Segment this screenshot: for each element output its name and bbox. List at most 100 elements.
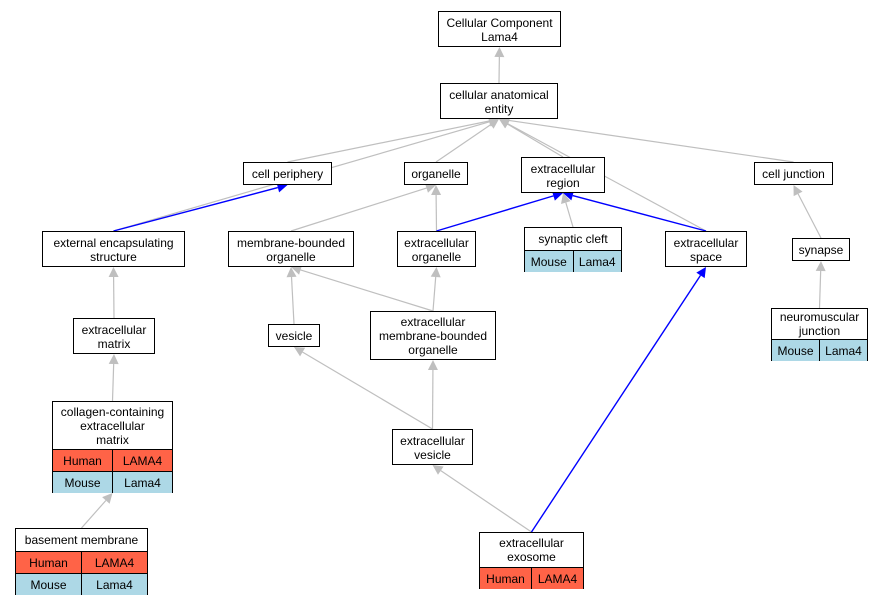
annotation-row-human: Human LAMA4 [53,449,172,471]
node-ec-mbo: extracellular membrane-bounded organelle [370,311,496,360]
node-label: collagen-containing extracellular matrix [60,404,165,447]
node-label: basement membrane [24,533,139,547]
node-synapse: synapse [792,238,850,261]
edge-is-a [427,360,438,430]
arrowhead [427,360,438,371]
node-ec-matrix: extracellular matrix [73,318,155,354]
edge-line [507,123,564,158]
arrowhead [430,267,441,278]
arrowhead [561,193,571,205]
edge-is-a [108,267,119,319]
edge-line [113,186,279,232]
arrowhead [499,119,511,129]
arrowhead [102,493,113,504]
edge-part-of [436,191,563,232]
node-ext-encap: external encapsulating structure [42,231,185,267]
edge-line [508,119,794,163]
arrowhead [815,261,826,272]
edge-line [435,124,492,163]
annotation-row-mouse: Mouse Lama4 [525,250,621,272]
edge-line [565,202,574,228]
species-cell: Mouse [777,343,814,358]
gene-cell: Lama4 [81,574,147,595]
arrowhead [276,182,288,193]
edge-line [530,274,702,533]
edge-is-a [793,185,822,239]
edge-is-a [287,116,499,163]
edge-line [111,363,115,402]
node-label: extracellular region [530,161,596,190]
node-label: membrane-bounded organelle [236,235,346,264]
species-cell: Mouse [64,475,101,490]
annotation-row-mouse: Mouse Lama4 [16,573,147,595]
node-label: extracellular space [673,235,739,264]
species-cell: Human [486,571,525,586]
node-label: cell periphery [251,167,324,181]
gene-cell: Lama4 [819,340,867,361]
node-label: extracellular vesicle [400,433,465,462]
edge-line [572,194,707,232]
edge-line [436,195,554,232]
edge-line [287,120,490,163]
species-cell: Human [63,453,102,468]
arrowhead [294,347,306,357]
arrowhead [108,354,119,365]
node-label: vesicle [275,329,313,343]
edge-is-a [430,267,441,312]
node-label: extracellular matrix [81,322,147,351]
node-ec-space: extracellular space [665,231,747,267]
node-label: external encapsulating structure [53,235,174,264]
node-label: extracellular organelle [404,235,469,264]
annotation-row-mouse: Mouse Lama4 [53,471,172,493]
node-cell-junction: cell junction [754,162,833,185]
arrowhead [488,116,499,127]
node-collagen-ecm: collagen-containing extracellular matrix… [52,401,173,493]
edge-is-a [108,354,119,402]
gene-cell: LAMA4 [81,552,147,573]
arrowhead [696,267,706,279]
arrowhead [424,183,436,193]
species-cell: Human [29,555,68,570]
node-ec-vesicle: extracellular vesicle [392,429,473,465]
gene-cell: LAMA4 [112,450,172,471]
node-label: cellular anatomical entity [449,87,549,116]
node-label: synaptic cleft [538,232,608,246]
edge-is-a [499,115,794,163]
edge-part-of [563,190,707,232]
node-root: Cellular Component Lama4 [438,11,561,47]
arrowhead [291,265,303,275]
gene-cell: LAMA4 [531,568,583,589]
edge-is-a [815,261,826,309]
arrowhead [563,190,574,201]
edge-is-a [291,265,434,312]
node-label: extracellular membrane-bounded organelle [378,315,488,357]
node-label: neuromuscular junction [779,310,860,338]
node-label: cell junction [762,167,825,181]
gene-cell: Lama4 [112,472,172,493]
node-label: extracellular exosome [499,536,564,564]
species-cell: Mouse [530,254,567,269]
edge-is-a [290,183,436,232]
edge-is-a [81,493,113,529]
edge-is-a [294,347,433,430]
node-ec-organelle: extracellular organelle [397,231,476,267]
edge-line [290,187,427,232]
edge-line [290,276,295,325]
node-label: synapse [798,243,844,257]
edge-line [440,470,532,533]
edge-line [797,193,822,239]
arrowhead [793,185,803,197]
node-cae: cellular anatomical entity [440,83,558,119]
gene-cell: Lama4 [572,251,622,272]
edge-is-a [494,47,505,84]
edge-line [818,270,822,309]
arrowhead [551,191,563,201]
node-organelle: organelle [404,162,468,185]
arrowhead [108,267,119,278]
edge-is-a [561,193,574,228]
species-cell: Mouse [30,577,67,592]
